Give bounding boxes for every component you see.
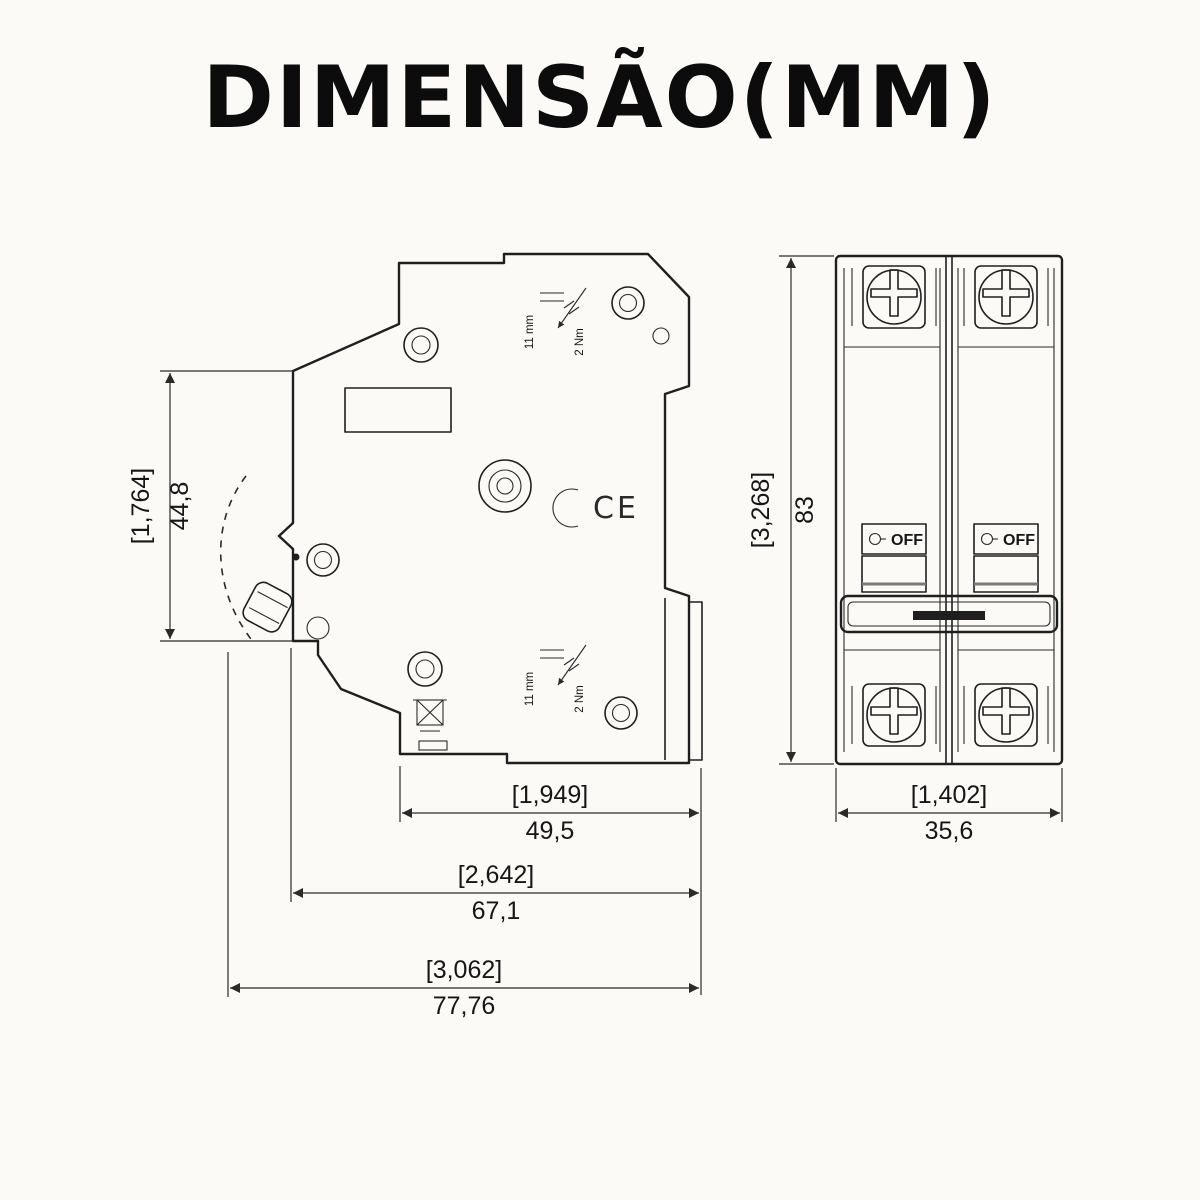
toggle-right bbox=[973, 555, 1039, 593]
side-view: CE 11 mm 2 Nm 11 mm 2 Nm bbox=[127, 252, 703, 1020]
terminal-strip-symbol-top: 11 mm 2 Nm bbox=[524, 288, 586, 356]
din-rail-foot bbox=[688, 601, 703, 761]
depth-total-mm: 77,76 bbox=[433, 992, 496, 1020]
weee-crossed-bin-icon bbox=[413, 699, 448, 751]
depth-total-inches: [3,062] bbox=[426, 956, 502, 984]
clip-rotation-dashed-arc bbox=[219, 475, 255, 644]
terminal-screw-bottom-left bbox=[851, 683, 937, 747]
torque-top-label: 2 Nm bbox=[574, 328, 586, 355]
off-label-right: OFF bbox=[1003, 532, 1035, 549]
dimension-side-depth-body: [1,949] 49,5 bbox=[399, 766, 702, 995]
front-height-mm: 83 bbox=[791, 496, 819, 524]
depth-mid-mm: 67,1 bbox=[472, 897, 521, 925]
front-width-mm: 35,6 bbox=[925, 817, 974, 845]
side-label-window bbox=[344, 387, 452, 433]
strip-length-top-label: 11 mm bbox=[524, 315, 536, 349]
clip-pivot-dot bbox=[292, 553, 300, 561]
terminal-screw-top-right bbox=[963, 265, 1049, 329]
off-indicator-left: OFF bbox=[861, 523, 927, 555]
depth-body-mm: 49,5 bbox=[526, 817, 575, 845]
breaker-front-outline bbox=[834, 254, 1064, 766]
toggle-left bbox=[861, 555, 927, 593]
handle-slot bbox=[913, 611, 985, 620]
dimension-side-depth-total: [3,062] 77,76 bbox=[227, 652, 699, 1020]
off-label-left: OFF bbox=[891, 532, 923, 549]
depth-body-inches: [1,949] bbox=[512, 781, 588, 809]
ce-mark: CE bbox=[552, 488, 639, 528]
breaker-side-outline bbox=[277, 252, 691, 765]
off-indicator-right: OFF bbox=[973, 523, 1039, 555]
ce-mark-label: CE bbox=[593, 491, 639, 526]
front-view: OFF OFF bbox=[747, 254, 1064, 845]
dimension-front-width: [1,402] 35,6 bbox=[835, 768, 1063, 845]
dimension-side-depth-mid: [2,642] 67,1 bbox=[290, 648, 699, 925]
handle-tie-bar bbox=[839, 594, 1059, 634]
pole-frame-lines bbox=[843, 268, 1055, 752]
dimension-front-height: [3,268] 83 bbox=[747, 255, 834, 765]
depth-mid-inches: [2,642] bbox=[458, 861, 534, 889]
terminal-screw-bottom-right bbox=[963, 683, 1049, 747]
mounting-holes bbox=[306, 286, 670, 730]
din-clip-lever bbox=[242, 581, 293, 633]
torque-bottom-label: 2 Nm bbox=[574, 685, 586, 712]
front-width-inches: [1,402] bbox=[911, 781, 987, 809]
terminal-screw-top-left bbox=[851, 265, 937, 329]
page-title: DIMENSÃO(MM) bbox=[202, 48, 998, 148]
dimension-side-height: [1,764] 44,8 bbox=[127, 370, 293, 642]
terminal-strip-symbol-bottom: 11 mm 2 Nm bbox=[524, 645, 586, 713]
front-height-inches: [3,268] bbox=[747, 472, 775, 548]
strip-length-bottom-label: 11 mm bbox=[524, 672, 536, 706]
side-height-mm: 44,8 bbox=[166, 482, 194, 531]
side-height-inches: [1,764] bbox=[127, 468, 155, 544]
